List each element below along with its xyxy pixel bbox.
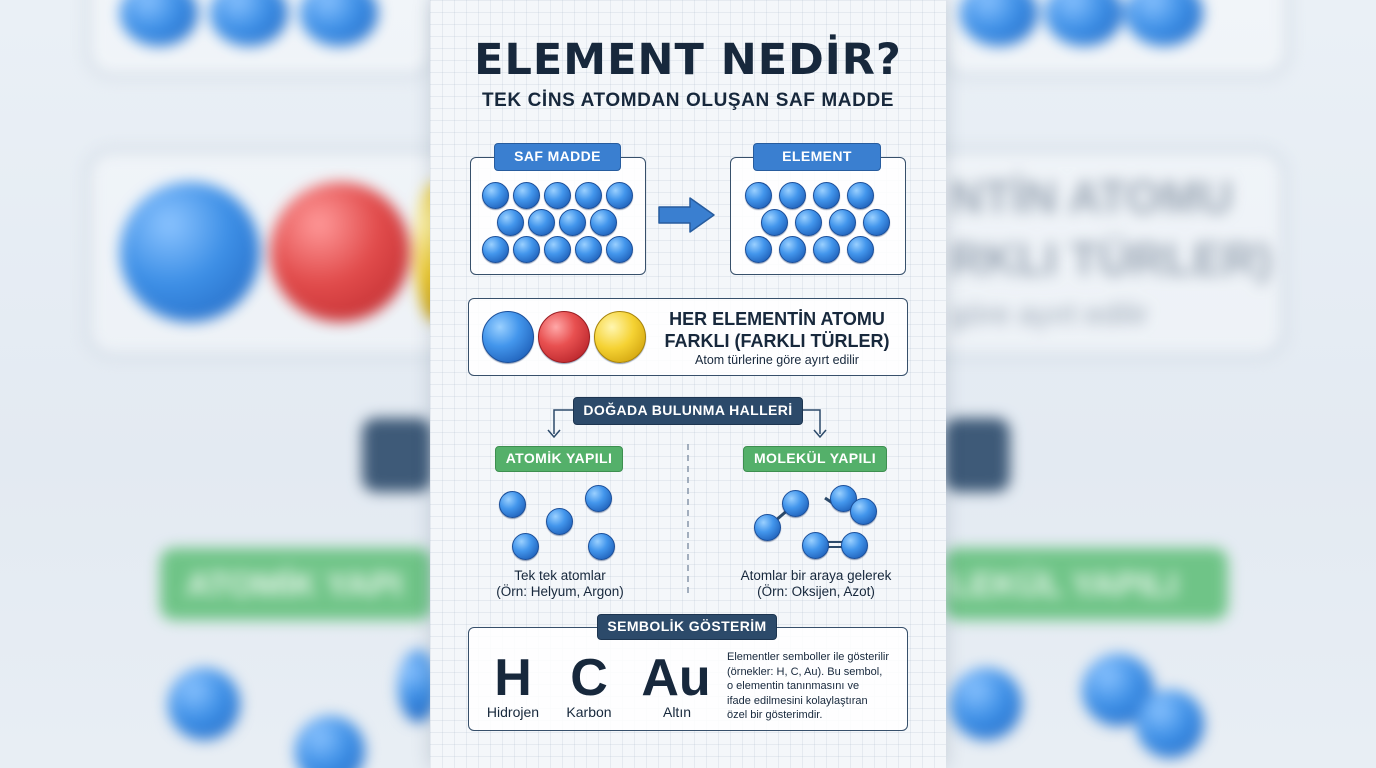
symbolic-desc-line: ifade edilmesini kolaylaştıran (727, 694, 868, 707)
atom-icon (575, 182, 602, 209)
symbol-gold-name: Altın (662, 704, 691, 720)
symbol-gold: Au (641, 649, 711, 707)
molecular-desc-line2: (Örn: Oksijen, Azot) (757, 584, 875, 599)
atom-icon (513, 236, 540, 263)
atom-icon (782, 490, 809, 517)
symbolic-desc-line: o elementin tanınmasını ve (727, 680, 860, 692)
molecular-desc-line1: Atomlar bir araya gelerek (740, 568, 892, 583)
pure-substance-label: SAF MADDE (494, 143, 621, 171)
bg-atom-icon (120, 182, 260, 322)
atom-types-text: HER ELEMENTİN ATOMU FARKLI (FARKLI TÜRLE… (652, 308, 902, 352)
infographic-card: ELEMENT NEDİR? TEK CİNS ATOMDAN OLUŞAN S… (430, 0, 946, 768)
atom-icon (513, 182, 540, 209)
symbolic-desc-line: Elementler semboller ile gösterilir (727, 651, 890, 663)
atom-icon (761, 209, 788, 236)
red-atom-icon (538, 311, 590, 363)
atom-icon (499, 491, 526, 518)
atom-icon (512, 533, 539, 560)
atom-icon (847, 236, 874, 263)
symbol-carbon: C (570, 649, 608, 707)
atom-icon (585, 485, 612, 512)
bg-atom-icon (295, 716, 365, 768)
atom-icon (813, 182, 840, 209)
bg-text-big1: NTİN ATOMU (950, 171, 1233, 223)
atom-icon (528, 209, 555, 236)
atom-types-line1: HER ELEMENTİN ATOMU (669, 309, 885, 329)
bg-green-pill-left (160, 548, 432, 620)
atomic-desc-line2: (Örn: Helyum, Argon) (496, 584, 624, 599)
bg-atom-icon (1136, 690, 1204, 758)
atomic-label: ATOMİK YAPILI (495, 446, 623, 472)
atom-icon (606, 182, 633, 209)
atom-icon (544, 182, 571, 209)
bg-text-big2: RKLI TÜRLER) (950, 233, 1272, 285)
yellow-atom-icon (594, 311, 646, 363)
atom-icon (779, 182, 806, 209)
bg-navy-blob-left (362, 418, 432, 492)
element-label: ELEMENT (753, 143, 881, 171)
atom-icon (544, 236, 571, 263)
page-title: ELEMENT NEDİR? (474, 35, 902, 85)
atom-icon (847, 182, 874, 209)
atom-icon (850, 498, 877, 525)
bg-text-small: göre ayırt edilir (950, 298, 1149, 331)
atom-icon (497, 209, 524, 236)
nature-states-heading: DOĞADA BULUNMA HALLERİ (573, 397, 803, 425)
atom-types-note: Atom türlerine göre ayırt edilir (695, 353, 859, 367)
blue-atom-icon (482, 311, 534, 363)
bg-atom-icon (950, 668, 1022, 740)
bg-text-right-pill: LEKÜL YAPILI (950, 566, 1178, 604)
atom-icon (482, 236, 509, 263)
atomic-desc-line1: Tek tek atomlar (514, 568, 606, 583)
atom-icon (745, 236, 772, 263)
symbol-hydrogen: H (494, 649, 532, 707)
bg-atom-icon (270, 182, 410, 322)
atomic-description: Tek tek atomlar (Örn: Helyum, Argon) (460, 568, 660, 600)
atom-icon (588, 533, 615, 560)
atom-icon (590, 209, 617, 236)
symbolic-heading: SEMBOLİK GÖSTERİM (597, 614, 777, 640)
bg-atom-icon (168, 668, 240, 740)
arrow-right-icon (658, 197, 715, 233)
atom-icon (482, 182, 509, 209)
atom-icon (754, 514, 781, 541)
symbol-carbon-name: Karbon (566, 704, 612, 720)
bg-navy-blob-right (944, 418, 1010, 492)
atom-icon (795, 209, 822, 236)
symbolic-description: Elementler semboller ile gösterilir (örn… (727, 650, 907, 723)
atom-icon (546, 508, 573, 535)
atom-icon (779, 236, 806, 263)
atom-icon (829, 209, 856, 236)
symbolic-desc-line: (örnekler: H, C, Au). Bu sembol, (727, 665, 883, 678)
page-subtitle: TEK CİNS ATOMDAN OLUŞAN SAF MADDE (481, 90, 895, 111)
atom-icon (863, 209, 890, 236)
atom-types-line2: FARKLI (FARKLI TÜRLER) (664, 331, 890, 351)
symbolic-desc-line: özel bir gösterimdir. (727, 709, 823, 721)
atom-icon (841, 532, 868, 559)
symbol-hydrogen-name: Hidrojen (486, 704, 540, 720)
atom-icon (606, 236, 633, 263)
divider-dashed (687, 444, 689, 594)
molecular-label: MOLEKÜL YAPILI (743, 446, 887, 472)
branch-connector (547, 409, 827, 439)
atom-icon (575, 236, 602, 263)
atom-icon (813, 236, 840, 263)
atom-icon (745, 182, 772, 209)
atom-icon (802, 532, 829, 559)
bg-green-pill-right (944, 548, 1228, 620)
bg-text-left-pill: ATOMİK YAPI (186, 566, 403, 604)
molecular-description: Atomlar bir araya gelerek (Örn: Oksijen,… (706, 568, 926, 600)
atom-icon (559, 209, 586, 236)
symbolic-box (468, 627, 908, 731)
